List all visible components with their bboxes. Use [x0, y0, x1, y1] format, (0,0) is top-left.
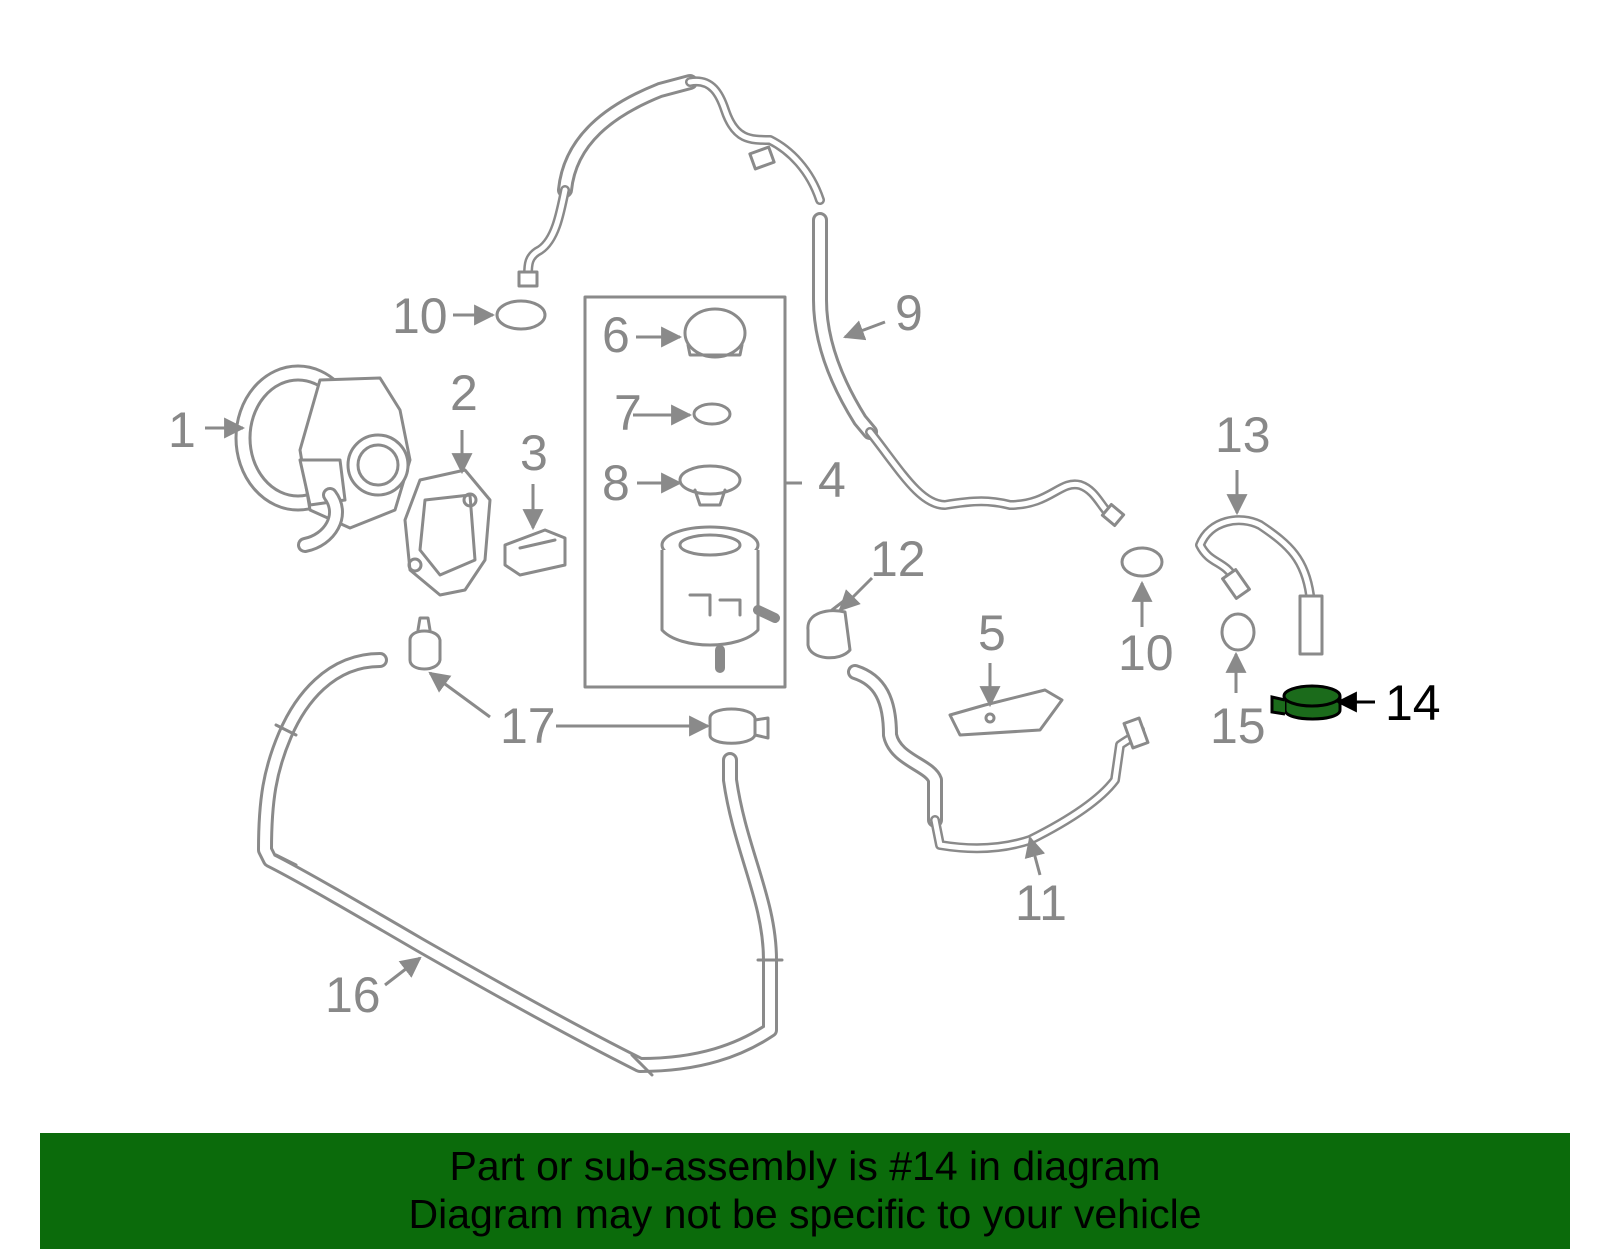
- callout-10-right: 10: [1118, 625, 1174, 681]
- callout-1: 1: [168, 402, 196, 458]
- part-1-power-steering-pump: [234, 364, 412, 553]
- callout-15: 15: [1210, 698, 1266, 754]
- footer-banner: Part or sub-assembly is #14 in diagram D…: [40, 1133, 1570, 1249]
- callout-12: 12: [870, 531, 926, 587]
- part-17-clamp-left: [408, 616, 442, 671]
- callout-2: 2: [450, 365, 478, 421]
- part-10-seal-upper: [495, 299, 547, 331]
- part-4-reservoir-group: [583, 295, 787, 689]
- part-9-pressure-hose: [517, 74, 1126, 528]
- part-17-clamp-center: [708, 707, 770, 745]
- part-13-cooler-line: [1195, 515, 1324, 656]
- callout-arrows: [205, 304, 1375, 987]
- callout-5: 5: [978, 605, 1006, 661]
- callout-6: 6: [602, 307, 630, 363]
- callout-11: 11: [1015, 875, 1067, 931]
- callout-10-upper: 10: [392, 288, 448, 344]
- callout-9: 9: [895, 285, 923, 341]
- callout-16: 16: [325, 967, 381, 1023]
- footer-line-2: Diagram may not be specific to your vehi…: [408, 1191, 1202, 1237]
- part-3-small-bracket: [503, 528, 567, 577]
- callout-14: 14: [1385, 675, 1441, 731]
- part-16-return-hose: [257, 652, 784, 1077]
- part-2-pump-bracket: [403, 468, 492, 597]
- callout-7: 7: [614, 385, 642, 441]
- part-12-clamp: [806, 598, 852, 660]
- part-10-seal-right: [1120, 546, 1164, 578]
- callout-13: 13: [1215, 407, 1271, 463]
- part-5-bracket: [948, 688, 1064, 737]
- footer-line-1: Part or sub-assembly is #14 in diagram: [449, 1143, 1161, 1189]
- callout-3: 3: [520, 425, 548, 481]
- callout-labels: 1 2 3 4 5 6 7 8 9 10 10 11 12 13 14 15 1…: [168, 285, 1441, 1023]
- callout-17: 17: [500, 698, 556, 754]
- part-11-return-line: [847, 664, 1150, 854]
- part-15-seal: [1220, 612, 1256, 652]
- part-14-clamp-highlighted: [1270, 684, 1342, 721]
- callout-4: 4: [818, 452, 846, 508]
- callout-8: 8: [602, 455, 630, 511]
